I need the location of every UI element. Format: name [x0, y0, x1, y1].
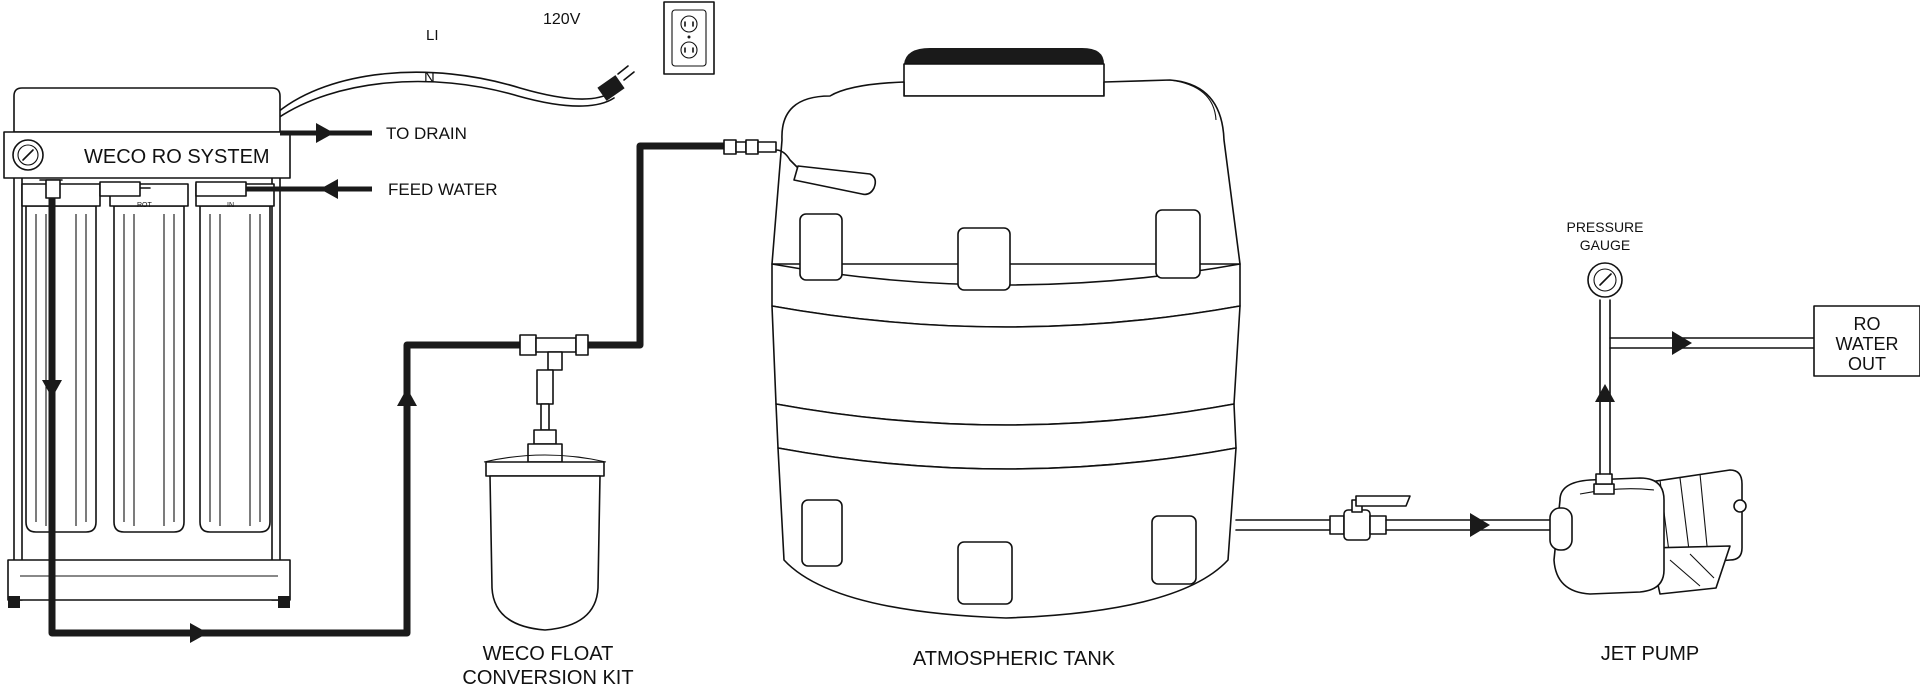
- plug-icon: [597, 65, 635, 101]
- tee-fitting: [519, 334, 589, 371]
- line-wire-label: LI: [426, 27, 439, 44]
- ball-valve: [1329, 495, 1411, 541]
- filter-housing-1: [21, 183, 101, 533]
- pump-discharge-line: [1595, 299, 1815, 475]
- feed-water-label: FEED WATER: [388, 180, 498, 199]
- atmospheric-tank: [723, 48, 1331, 619]
- housing-tag-rot: ROT: [137, 202, 153, 209]
- ro-system-label: WECO RO SYSTEM: [84, 146, 270, 168]
- float-kit-label-line1: WECO FLOAT: [483, 643, 614, 665]
- pressure-gauge-icon: [1587, 262, 1623, 298]
- ro-water-out-box: [1813, 305, 1920, 377]
- neutral-wire-label: N: [424, 69, 435, 86]
- ro-system-unit: WECO RO SYSTEM ROT IN: [3, 87, 291, 608]
- ro-out-label-line2: WATER: [1836, 334, 1899, 354]
- feed-water-line: [246, 179, 372, 199]
- drain-line: [280, 123, 372, 143]
- float-kit-label-line2: CONVERSION KIT: [462, 667, 633, 689]
- voltage-label: 120V: [543, 11, 581, 28]
- jet-pump: [1549, 469, 1747, 595]
- float-conversion-kit: [483, 369, 607, 631]
- jet-pump-label: JET PUMP: [1601, 643, 1700, 665]
- pressure-gauge-icon: [12, 139, 44, 171]
- pressure-gauge-label-line2: GAUGE: [1580, 237, 1631, 253]
- filter-housing-3: [195, 183, 275, 533]
- product-water-line: [42, 142, 724, 643]
- filter-housing-2: [109, 183, 189, 533]
- float-valve: [723, 139, 877, 196]
- housing-tag-in: IN: [227, 202, 234, 209]
- to-drain-label: TO DRAIN: [386, 124, 467, 143]
- pump-suction-line: [1385, 513, 1557, 537]
- wall-outlet-icon: [663, 1, 715, 75]
- power-cord: [277, 65, 635, 119]
- pressure-gauge-label-line1: PRESSURE: [1566, 219, 1643, 235]
- tank-label: ATMOSPHERIC TANK: [913, 648, 1116, 670]
- ro-out-label-line1: RO: [1854, 314, 1881, 334]
- ro-out-label-line3: OUT: [1848, 354, 1886, 374]
